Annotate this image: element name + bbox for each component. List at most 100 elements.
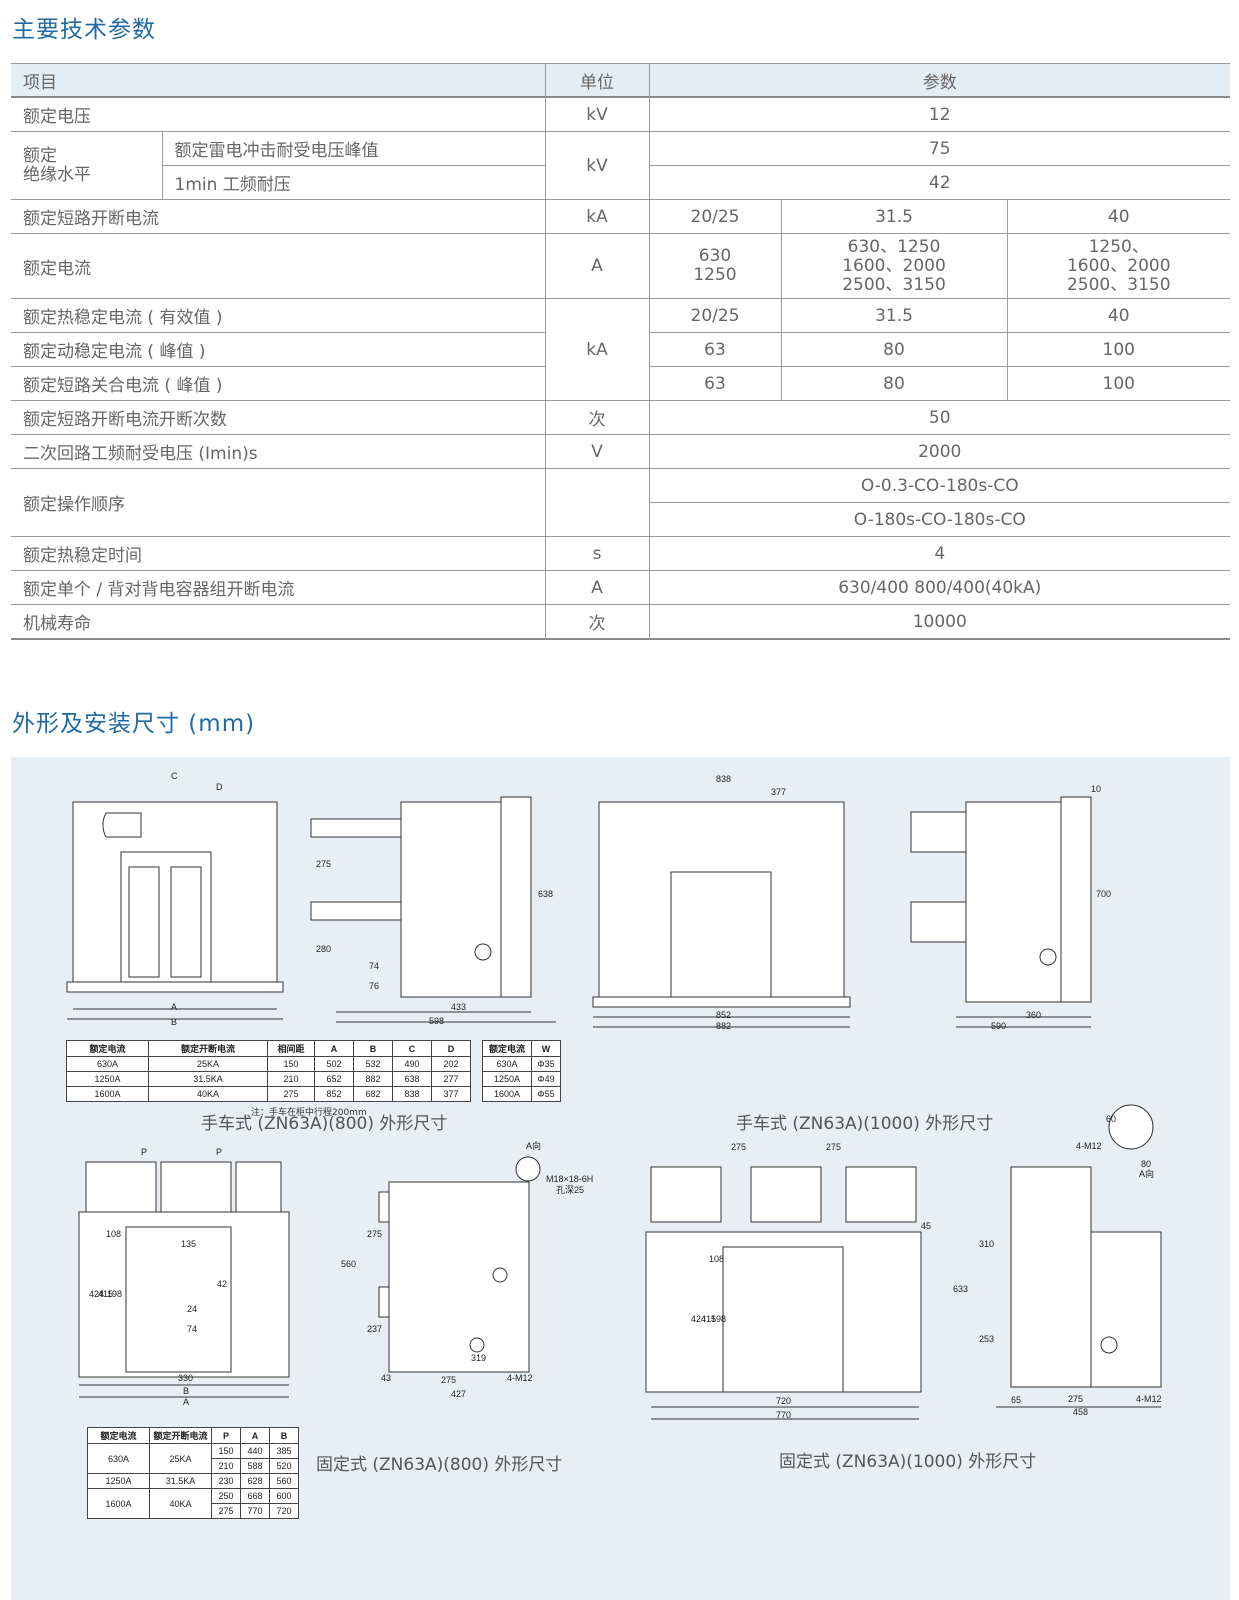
table-cell: 1600A xyxy=(87,1488,150,1519)
table-cell: 277 xyxy=(431,1071,471,1087)
table-header-cell: 额定开断电流 xyxy=(148,1040,268,1057)
row-unit: A xyxy=(544,570,649,605)
dim-label: 60 xyxy=(1106,1114,1116,1124)
table-cell: 838 xyxy=(392,1086,432,1102)
dim-label: 65 xyxy=(1011,1395,1021,1405)
row-sublabel: 1min 工频耐压 xyxy=(161,165,545,200)
dim-label: 720 xyxy=(776,1396,791,1406)
table-cell: 150 xyxy=(211,1443,241,1459)
drawing-front-800: C D A B xyxy=(66,771,284,1027)
drawing-fixed-side-800: A向 M18×18-6H 孔深25 275 237 560 43 275 427… xyxy=(341,1140,593,1399)
table-cell: 560 xyxy=(269,1473,299,1489)
dim-label: 108 xyxy=(106,1229,121,1239)
dim-label: 275 xyxy=(367,1229,382,1239)
dim-label: 415 xyxy=(98,1289,113,1299)
row-unit: 次 xyxy=(544,400,649,435)
table-cell: 150 xyxy=(267,1056,315,1072)
table-cell: 377 xyxy=(431,1086,471,1102)
table-cell: 202 xyxy=(431,1056,471,1072)
table-cell: 882 xyxy=(353,1071,393,1087)
row-value: 10000 xyxy=(648,604,1230,640)
table-row: 额定电压 kV 12 xyxy=(11,97,1230,132)
table-cell: 1600A xyxy=(66,1086,149,1102)
table-header-row: 项目 单位 参数 xyxy=(11,63,1230,98)
table-cell: 385 xyxy=(269,1443,299,1459)
row-label: 额定电压 xyxy=(11,97,545,132)
dim-label: P xyxy=(216,1147,222,1157)
table-header-row: 额定电流 额定开断电流 相间距 A B C D xyxy=(66,1040,471,1057)
dim-label: B xyxy=(183,1386,189,1396)
row-value: 2000 xyxy=(648,434,1230,469)
table-header-cell: P xyxy=(211,1427,241,1444)
row-value: 20/25 xyxy=(648,298,781,333)
dim-label: 237 xyxy=(367,1324,382,1334)
dim-label: B xyxy=(171,1017,177,1027)
header-item: 项目 xyxy=(11,63,545,98)
table-row: 额定 绝缘水平 额定雷电冲击耐受电压峰值 kV 75 xyxy=(11,131,1230,200)
dim-label: 427 xyxy=(451,1389,466,1399)
drawing-fixed-front-800: P P 135 108 424 415 198 42 24 74 330 B A xyxy=(78,1147,290,1407)
row-label: 额定动稳定电流 ( 峰值 ) xyxy=(11,332,545,367)
drawing-fixed-side-1000: 60 4-M12 80 A向 310 253 633 65 275 458 4-… xyxy=(953,1104,1162,1417)
row-label: 额定短路开断电流开断次数 xyxy=(11,400,545,435)
table-cell: 502 xyxy=(314,1056,354,1072)
dim-label: 377 xyxy=(771,787,786,797)
dim-label: 80 xyxy=(1141,1159,1151,1169)
table-row: O-180s-CO-180s-CO xyxy=(11,502,1230,537)
drawing-fixed-front-1000: 275 275 45 108 424 415 198 720 770 xyxy=(645,1142,931,1420)
row-value: 80 xyxy=(780,366,1007,401)
row-label: 额定电流 xyxy=(11,233,545,299)
table-cell: 210 xyxy=(267,1071,315,1087)
table-cell: 275 xyxy=(267,1086,315,1102)
table-cell: 630A xyxy=(66,1056,149,1072)
dim-label: 253 xyxy=(979,1334,994,1344)
dim-label: 424 xyxy=(89,1289,104,1299)
row-value: 63 xyxy=(648,332,781,367)
table-cell: 638 xyxy=(392,1071,432,1087)
table-row: 额定短路关合电流 ( 峰值 ) 63 80 100 xyxy=(11,366,1230,401)
table-cell: 720 xyxy=(269,1503,299,1519)
dim-label: 310 xyxy=(979,1239,994,1249)
dim-label: 198 xyxy=(711,1314,726,1324)
table-cell: 1250A xyxy=(66,1071,149,1087)
dim-label: 76 xyxy=(369,981,379,991)
table-cell: 588 xyxy=(240,1458,270,1474)
caption-fixed-800: 固定式 (ZN63A)(800) 外形尺寸 xyxy=(316,1455,563,1475)
table-cell: 275 xyxy=(211,1503,241,1519)
table-header-cell: A xyxy=(240,1427,270,1444)
table-cell: Φ35 xyxy=(531,1056,561,1072)
dim-label: 415 xyxy=(701,1314,716,1324)
dim-label: A xyxy=(183,1397,189,1407)
dim-label: 280 xyxy=(316,944,331,954)
dim-label: 590 xyxy=(991,1021,1006,1031)
row-unit: kA xyxy=(544,199,649,234)
dim-label: 275 xyxy=(826,1142,841,1152)
dim-label: C xyxy=(171,771,178,781)
table-header-row: 额定电流 额定开断电流 P A B xyxy=(87,1427,299,1444)
table-cell: 490 xyxy=(392,1056,432,1072)
drawing-side-800: 275 280 638 74 76 433 598 xyxy=(310,796,556,1026)
dim-label: 4-M12 xyxy=(1076,1141,1102,1151)
row-label: 额定热稳定时间 xyxy=(11,536,545,571)
table-header-cell: B xyxy=(353,1040,393,1057)
table-cell: Φ49 xyxy=(531,1071,561,1087)
dim-label: 74 xyxy=(187,1324,197,1334)
table-row: 额定电流 A 630 1250 630、1250 1600、2000 2500、… xyxy=(11,233,1230,299)
row-value: 80 xyxy=(780,332,1007,367)
dim-label: 330 xyxy=(178,1373,193,1383)
table-cell: Φ55 xyxy=(531,1086,561,1102)
table-cell: 628 xyxy=(240,1473,270,1489)
table-header-cell: C xyxy=(392,1040,432,1057)
row-label: 额定单个 / 背对背电容器组开断电流 xyxy=(11,570,545,605)
dim-label: 4-M12 xyxy=(507,1373,533,1383)
table-header-cell: 额定电流 xyxy=(482,1040,532,1057)
dim-label: 24 xyxy=(187,1304,197,1314)
dim-label: 孔深25 xyxy=(556,1185,584,1195)
table-cell: 31.5KA xyxy=(148,1071,268,1087)
section-title-specs: 主要技术参数 xyxy=(12,17,156,43)
row-unit: kV xyxy=(544,131,649,200)
